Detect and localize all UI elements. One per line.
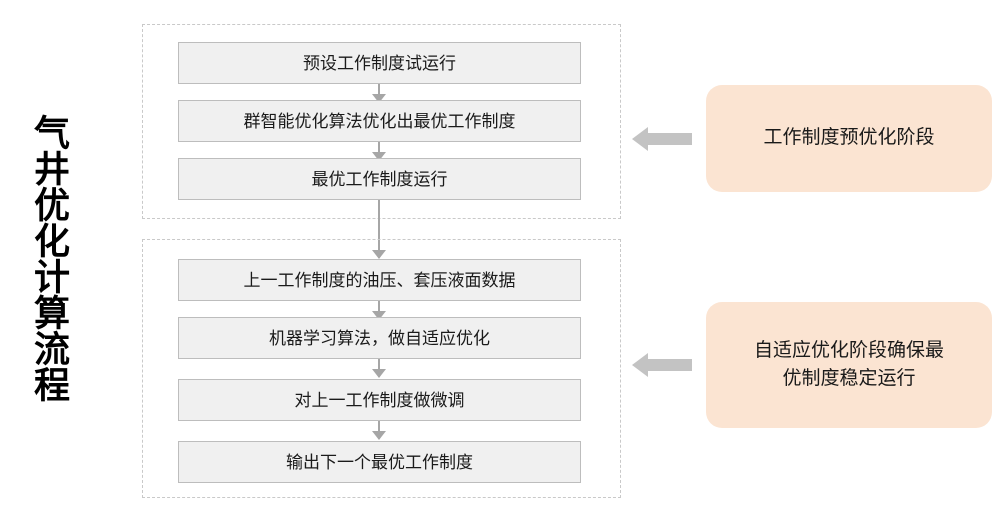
callout-label-line1: 自适应优化阶段确保最 [753, 339, 944, 361]
callout-label-line2: 优制度稳定运行 [782, 368, 916, 389]
step-box[interactable]: 预设工作制度试运行 [178, 42, 581, 84]
left-arrow-icon [632, 352, 692, 378]
connector-arrowhead-icon [372, 152, 386, 161]
connector-arrowhead-icon [372, 431, 386, 440]
step-box[interactable]: 最优工作制度运行 [178, 158, 581, 200]
step-box[interactable]: 上一工作制度的油压、套压液面数据 [178, 259, 581, 301]
connector-arrowhead-icon [372, 369, 386, 378]
diagram-title-vertical: 气井优化计算流程 [29, 114, 70, 402]
callout-adaptive-optimization: 自适应优化阶段确保最 优制度稳定运行 [706, 302, 992, 428]
connector-arrowhead-icon [372, 311, 386, 320]
connector-arrowhead-icon [372, 94, 386, 103]
connector-arrowhead-icon [372, 250, 386, 259]
connector-line [378, 142, 380, 160]
connector-line-groups [378, 200, 380, 258]
callout-label: 工作制度预优化阶段 [763, 127, 935, 149]
connector-line [378, 301, 380, 319]
group-adaptive-optimization [142, 239, 621, 498]
connector-line [378, 359, 380, 377]
callout-pre-optimization: 工作制度预优化阶段 [706, 85, 992, 192]
step-box[interactable]: 群智能优化算法优化出最优工作制度 [178, 100, 581, 142]
callout-label: 自适应优化阶段确保最 优制度稳定运行 [754, 337, 944, 394]
step-box[interactable]: 对上一工作制度做微调 [178, 379, 581, 421]
left-arrow-icon [632, 126, 692, 152]
step-box[interactable]: 机器学习算法，做自适应优化 [178, 317, 581, 359]
connector-line [378, 421, 380, 439]
group-pre-optimization [142, 24, 621, 219]
connector-line [378, 84, 380, 102]
step-box[interactable]: 输出下一个最优工作制度 [178, 441, 581, 483]
